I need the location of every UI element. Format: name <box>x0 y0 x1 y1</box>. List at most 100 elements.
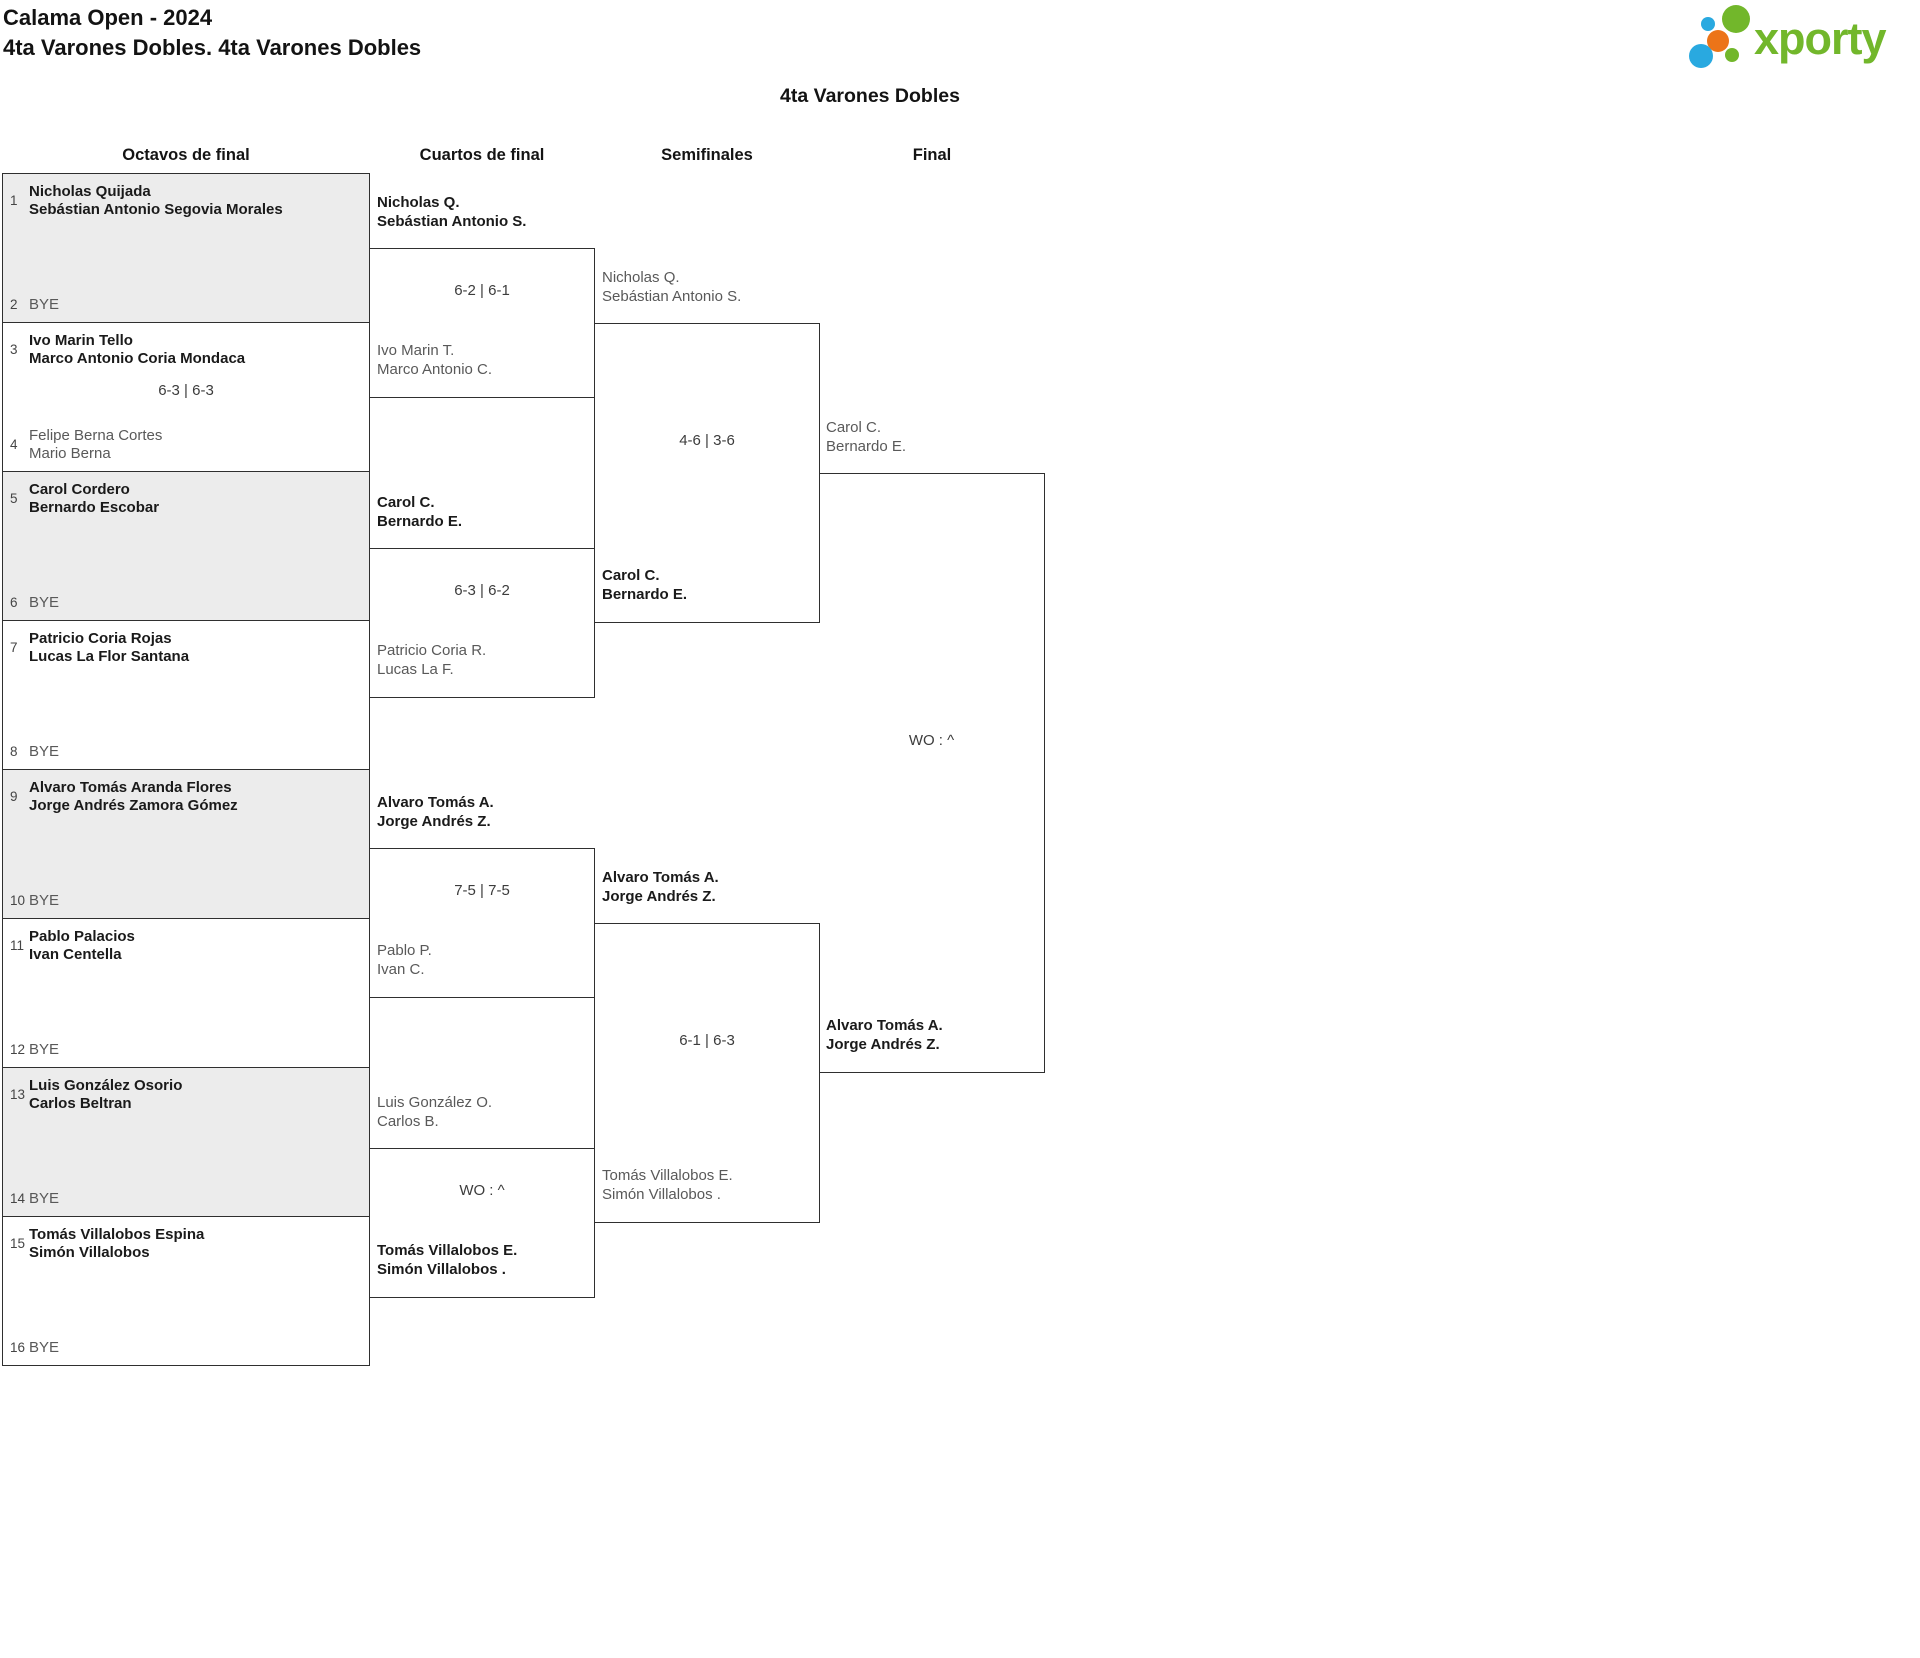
player-name: Mario Berna <box>29 444 111 462</box>
player-name: Luis González Osorio <box>29 1077 183 1094</box>
bracket-slot-9: 9 Alvaro Tomás Aranda Flores Jorge André… <box>3 779 365 814</box>
match-final: Carol C. Bernardo E. WO : ^ Alvaro Tomás… <box>819 419 1045 1073</box>
player-name: Simón Villalobos . <box>377 1261 506 1278</box>
match-score: 6-3 | 6-3 <box>158 382 214 399</box>
seed-number: 13 <box>10 1087 26 1102</box>
player-name: Carlos B. <box>377 1113 439 1130</box>
player-name: Jorge Andrés Z. <box>826 1036 940 1053</box>
player-name: Lucas La Flor Santana <box>29 647 190 665</box>
match-octavos-4: 7 Patricio Coria Rojas Lucas La Flor San… <box>2 620 370 770</box>
match-octavos-1: 1 Nicholas Quijada Sebástian Antonio Seg… <box>2 173 370 323</box>
bracket-slot-1: 1 Nicholas Quijada Sebástian Antonio Seg… <box>3 183 365 218</box>
player-name: Bernardo E. <box>826 438 907 455</box>
team-names: BYE <box>29 1339 59 1357</box>
player-name: BYE <box>29 1189 60 1207</box>
team-names: BYE <box>29 594 59 612</box>
team-names: Carol C. Bernardo E. <box>826 418 1042 456</box>
player-name: BYE <box>29 1040 60 1058</box>
match-score: 4-6 | 3-6 <box>679 432 735 449</box>
team-names: Carol C. Bernardo E. <box>602 566 817 604</box>
team-names: Ivo Marin Tello Marco Antonio Coria Mond… <box>29 332 245 367</box>
player-name: Sebástian Antonio Segovia Morales <box>29 200 283 218</box>
seed-number: 10 <box>10 892 26 908</box>
player-name: Carol C. <box>826 419 882 436</box>
team-names: Alvaro Tomás A. Jorge Andrés Z. <box>377 793 592 831</box>
round-header-octavos: Octavos de final <box>122 146 250 164</box>
logo-dot-icon <box>1725 48 1739 62</box>
player-name: Nicholas Quijada <box>29 183 151 200</box>
player-name: Tomás Villalobos E. <box>377 1242 518 1259</box>
player-name: Carol C. <box>602 567 660 584</box>
match-cuartos-3: Alvaro Tomás A. Jorge Andrés Z. 7-5 | 7-… <box>369 794 595 998</box>
player-name: Patricio Coria R. <box>377 642 487 659</box>
team-names: Carol Cordero Bernardo Escobar <box>29 481 159 516</box>
bracket-slot-12: 12 BYE <box>3 1041 365 1059</box>
logo-dot-icon <box>1689 44 1713 68</box>
team-names: Nicholas Q. Sebástian Antonio S. <box>602 268 817 306</box>
team-names: Nicholas Quijada Sebástian Antonio Segov… <box>29 183 283 218</box>
round-header-cuartos: Cuartos de final <box>419 146 545 164</box>
team-names: Felipe Berna Cortes Mario Berna <box>29 427 162 462</box>
player-name: BYE <box>29 1338 60 1356</box>
bracket-slot-6: 6 BYE <box>3 594 365 612</box>
player-name: BYE <box>29 295 60 313</box>
player-name: Jorge Andrés Z. <box>377 813 491 830</box>
player-name: Ivan C. <box>377 961 425 978</box>
player-name: BYE <box>29 593 60 611</box>
team-names: Alvaro Tomás Aranda Flores Jorge Andrés … <box>29 779 238 814</box>
player-name: Alvaro Tomás A. <box>826 1017 943 1034</box>
bracket-slot-14: 14 BYE <box>3 1190 365 1208</box>
player-name: Bernardo Escobar <box>29 498 160 516</box>
seed-number: 1 <box>10 193 18 208</box>
bracket-slot-16: 16 BYE <box>3 1339 365 1357</box>
player-name: Bernardo E. <box>602 586 688 603</box>
match-score: 6-1 | 6-3 <box>679 1032 735 1049</box>
player-name: Marco Antonio C. <box>377 361 493 378</box>
match-octavos-3: 5 Carol Cordero Bernardo Escobar 6 BYE <box>2 471 370 621</box>
seed-number: 8 <box>10 743 18 759</box>
team-names: Nicholas Q. Sebástian Antonio S. <box>377 193 592 231</box>
xporty-logo[interactable]: xporty <box>1689 3 1915 68</box>
team-names: BYE <box>29 1190 59 1208</box>
player-name: Carol C. <box>377 494 435 511</box>
seed-number: 2 <box>10 296 18 312</box>
match-octavos-7: 13 Luis González Osorio Carlos Beltran 1… <box>2 1067 370 1217</box>
round-header-final: Final <box>912 146 952 164</box>
match-score: WO : ^ <box>908 732 955 749</box>
team-names: BYE <box>29 743 59 761</box>
player-name: Alvaro Tomás A. <box>602 869 719 886</box>
bracket-slot-15: 15 Tomás Villalobos Espina Simón Villalo… <box>3 1226 365 1261</box>
tournament-title: Calama Open - 2024 <box>3 5 213 30</box>
match-score: 7-5 | 7-5 <box>454 882 510 899</box>
team-names: Patricio Coria R. Lucas La F. <box>377 641 592 679</box>
team-names: Tomás Villalobos Espina Simón Villalobos <box>29 1226 204 1261</box>
logo-dot-icon <box>1701 17 1715 31</box>
logo-dot-icon <box>1722 5 1750 33</box>
match-octavos-2: 3 Ivo Marin Tello Marco Antonio Coria Mo… <box>2 322 370 472</box>
bracket-slot-4: 4 Felipe Berna Cortes Mario Berna <box>3 427 365 462</box>
player-name: Ivo Marin T. <box>377 342 455 359</box>
team-names: Ivo Marin T. Marco Antonio C. <box>377 341 592 379</box>
match-score: 6-2 | 6-1 <box>454 282 510 299</box>
player-name: BYE <box>29 742 60 760</box>
player-name: Bernardo E. <box>377 513 463 530</box>
player-name: Simón Villalobos <box>29 1243 150 1261</box>
bracket-slot-3: 3 Ivo Marin Tello Marco Antonio Coria Mo… <box>3 332 365 367</box>
team-names: BYE <box>29 1041 59 1059</box>
player-name: Pablo P. <box>377 942 432 959</box>
player-name: Nicholas Q. <box>602 269 680 286</box>
bracket-slot-11: 11 Pablo Palacios Ivan Centella <box>3 928 365 963</box>
logo-wordmark: xporty <box>1754 13 1887 64</box>
bracket-slot-2: 2 BYE <box>3 296 365 314</box>
player-name: Pablo Palacios <box>29 928 135 945</box>
seed-number: 9 <box>10 789 18 804</box>
octavos-column: 1 Nicholas Quijada Sebástian Antonio Seg… <box>2 173 370 1366</box>
match-octavos-8: 15 Tomás Villalobos Espina Simón Villalo… <box>2 1216 370 1366</box>
team-names: BYE <box>29 892 59 910</box>
team-names: Pablo Palacios Ivan Centella <box>29 928 135 963</box>
player-name: Jorge Andrés Zamora Gómez <box>29 796 238 814</box>
player-name: Simón Villalobos . <box>602 1186 721 1203</box>
match-semifinal-1: Nicholas Q. Sebástian Antonio S. 4-6 | 3… <box>594 269 820 623</box>
player-name: Nicholas Q. <box>377 194 460 211</box>
bracket-title: 4ta Varones Dobles <box>780 85 960 107</box>
